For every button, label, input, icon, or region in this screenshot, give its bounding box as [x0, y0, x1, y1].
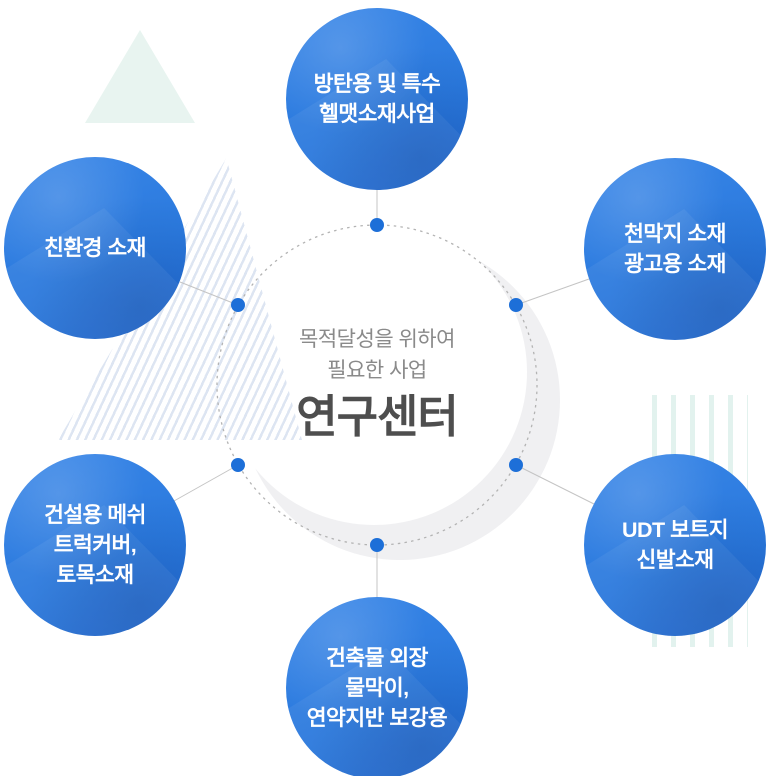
node-udt-shoe-materials: UDT 보트지 신발소재: [584, 454, 766, 636]
connector-line-upper-right: [515, 278, 590, 306]
connector-line-lower-left: [173, 464, 239, 502]
hub-dot-upper-right: [509, 298, 523, 312]
crescent-shape: [240, 240, 560, 560]
hub-dot-upper-left: [231, 298, 245, 312]
node-udt-shoe-materials-label: UDT 보트지 신발소재: [622, 515, 729, 575]
center-subtitle: 목적달성을 위하여 필요한 사업: [197, 324, 557, 386]
node-label-line: 광고용 소재: [624, 252, 726, 276]
center-subtitle-line-2: 필요한 사업: [327, 359, 427, 382]
connector-lines: [173, 190, 595, 597]
center-title: 연구센터: [296, 391, 459, 442]
node-building-materials: 건축물 외장 물막이, 연약지반 보강용: [286, 597, 468, 776]
node-building-materials-label: 건축물 외장 물막이, 연약지반 보강용: [306, 643, 448, 733]
node-label-line: 건축물 외장: [326, 646, 428, 670]
node-construction-materials-label: 건설용 메쉬 트럭커버, 토목소재: [44, 500, 146, 590]
node-label-line: 신발소재: [636, 548, 714, 572]
connector-line-lower-right: [515, 464, 595, 505]
node-tent-ad-materials-label: 천막지 소재 광고용 소재: [624, 219, 726, 279]
dashed-ring: [216, 224, 538, 546]
node-tent-ad-materials: 천막지 소재 광고용 소재: [584, 158, 766, 340]
node-label-line: 친환경 소재: [44, 236, 146, 260]
node-label-line: UDT 보트지: [622, 518, 729, 542]
node-construction-materials: 건설용 메쉬 트럭커버, 토목소재: [4, 454, 186, 636]
node-label-line: 물막이,: [345, 676, 409, 700]
node-label-line: 연약지반 보강용: [306, 706, 448, 730]
connector-line-upper-left: [179, 281, 239, 306]
node-label-line: 토목소재: [56, 563, 134, 587]
hub-dot-bottom: [370, 538, 384, 552]
node-eco-friendly-materials: 친환경 소재: [4, 157, 186, 339]
node-label-line: 헬맷소재사업: [319, 102, 435, 126]
hub-dot-lower-left: [231, 458, 245, 472]
node-label-line: 트럭커버,: [53, 533, 137, 557]
node-label-line: 건설용 메쉬: [44, 503, 146, 527]
node-label-line: 천막지 소재: [624, 222, 726, 246]
node-helmet-materials-label: 방탄용 및 특수 헬맷소재사업: [314, 69, 441, 129]
node-helmet-materials: 방탄용 및 특수 헬맷소재사업: [286, 8, 468, 190]
center-subtitle-line-1: 목적달성을 위하여: [299, 328, 455, 351]
hub-dot-lower-right: [509, 458, 523, 472]
node-eco-friendly-materials-label: 친환경 소재: [44, 233, 146, 263]
hub-dot-top: [370, 218, 384, 232]
node-label-line: 방탄용 및 특수: [313, 72, 441, 96]
hub-dots: [231, 218, 523, 552]
center-hub: 목적달성을 위하여 필요한 사업 연구센터: [197, 324, 557, 441]
